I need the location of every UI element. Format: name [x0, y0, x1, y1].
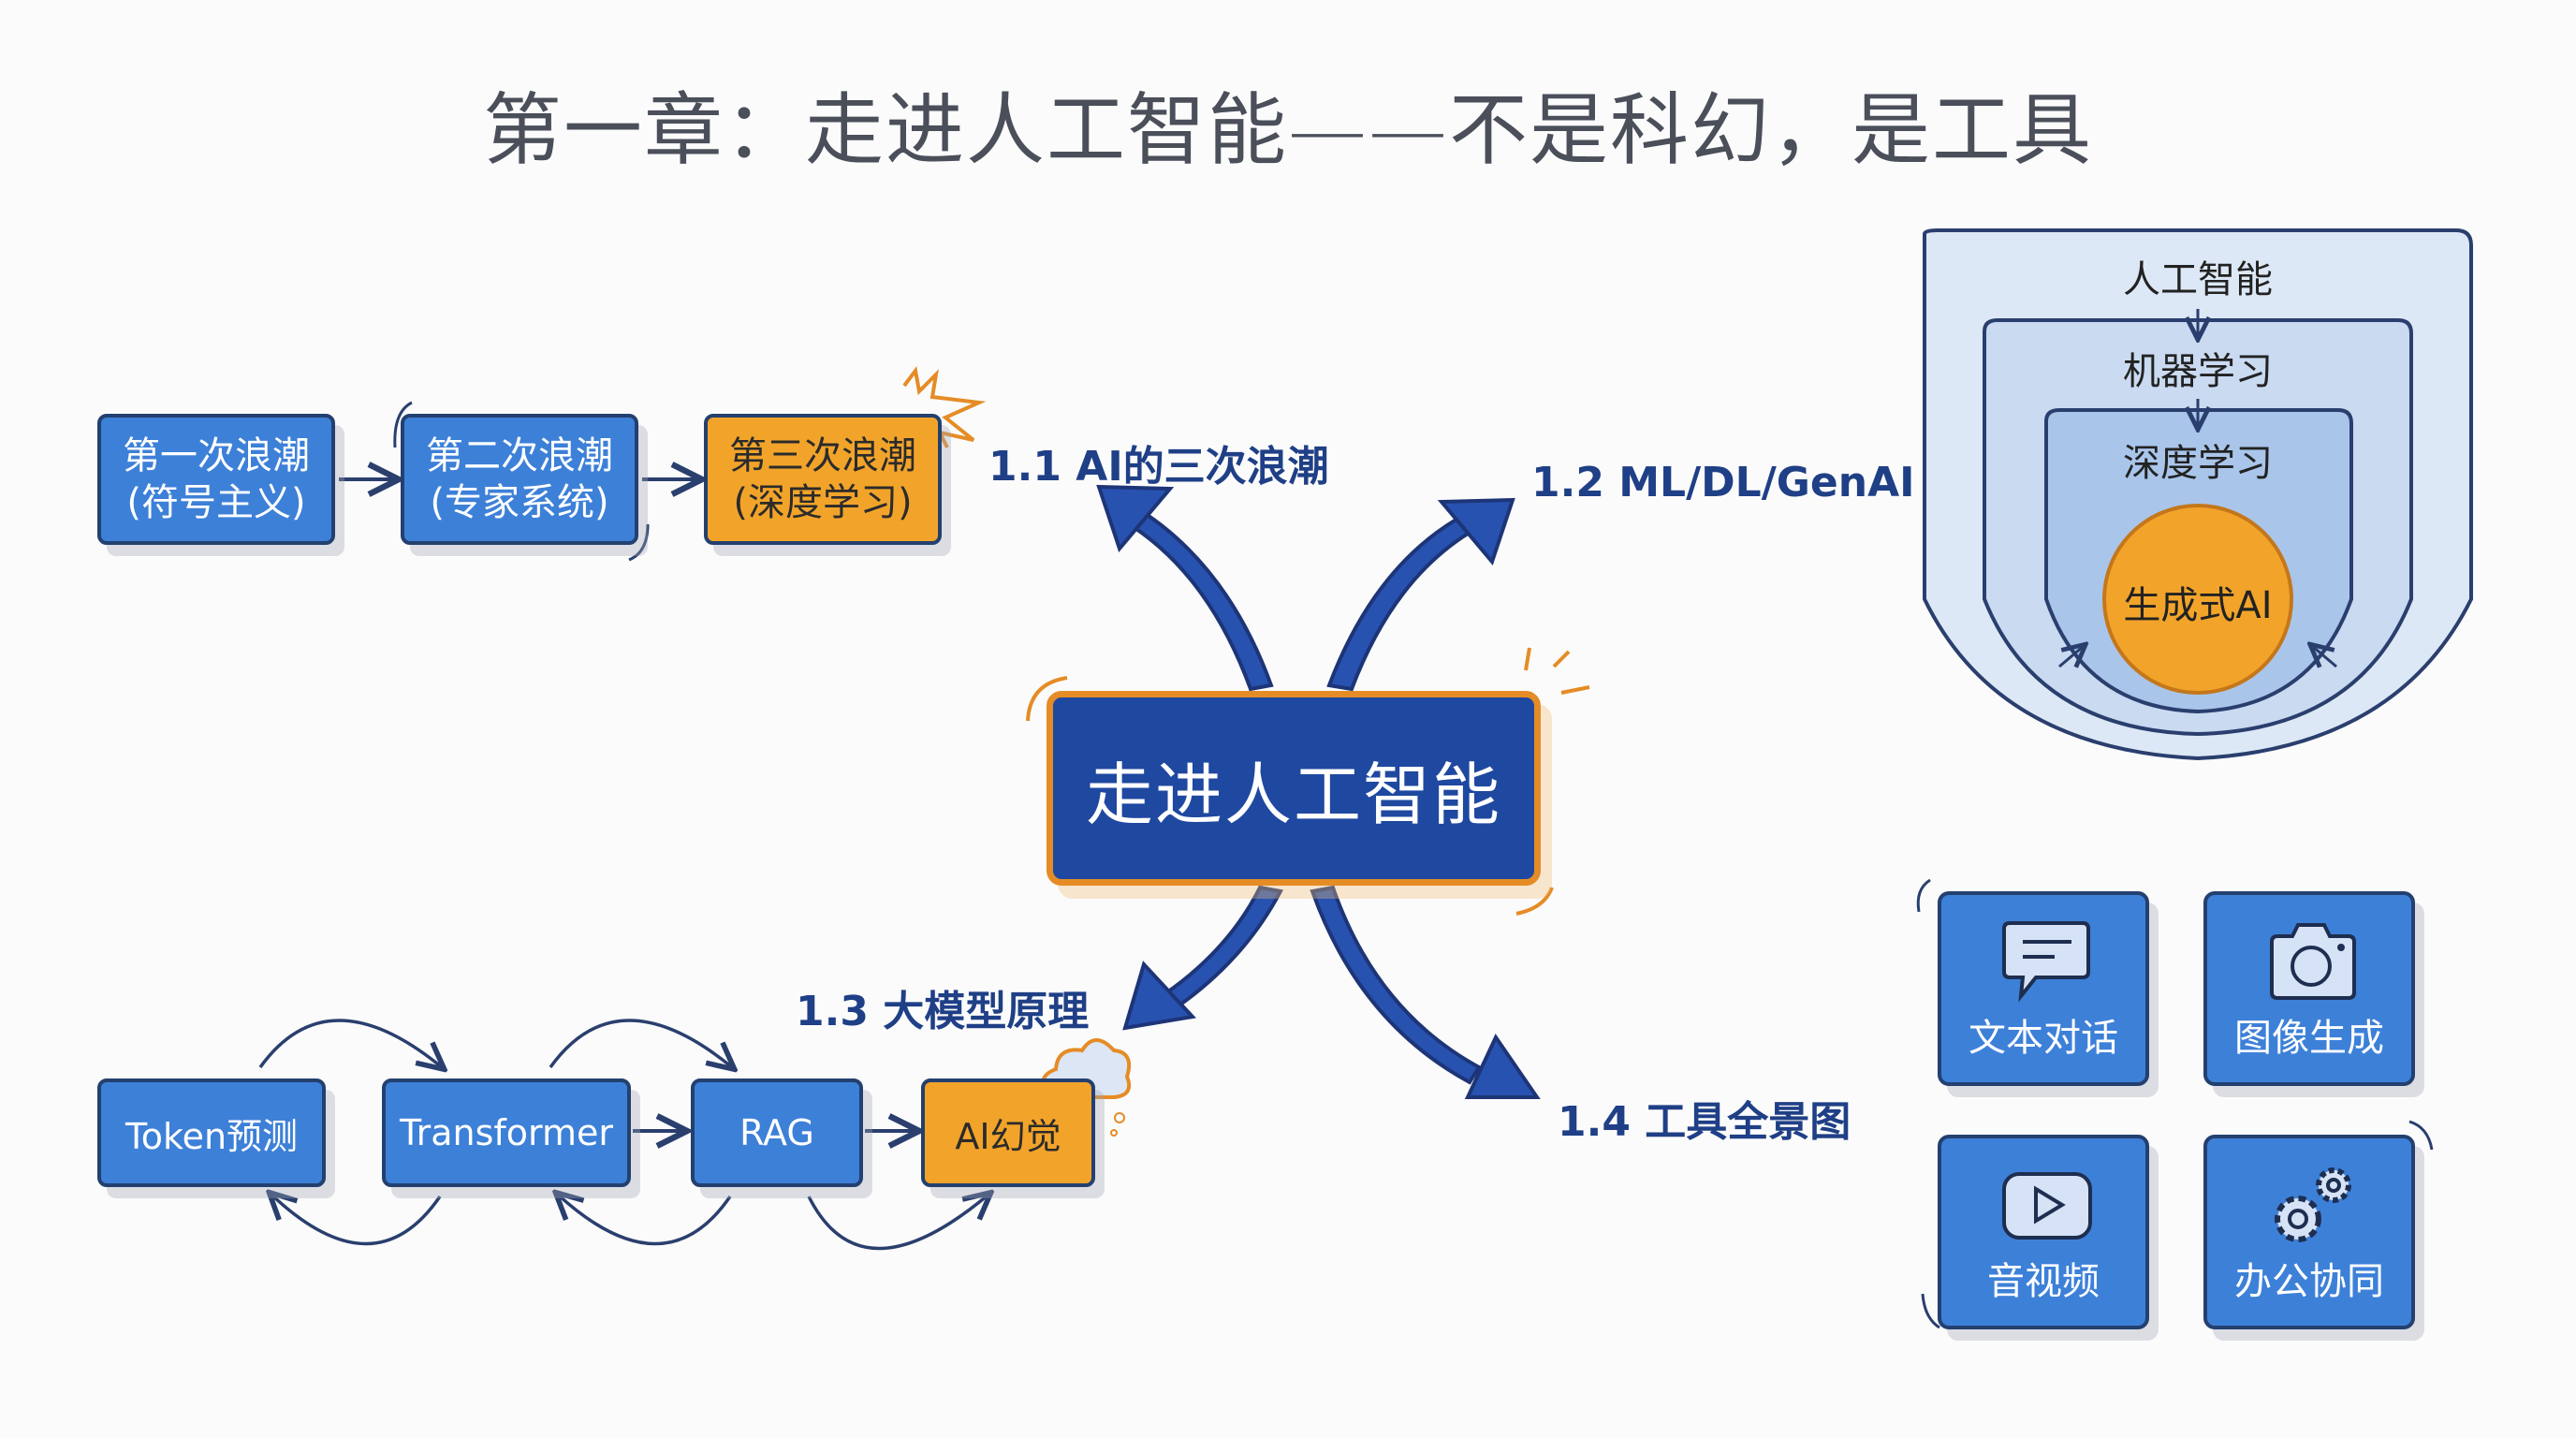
nested-core-circle: [2102, 504, 2293, 695]
wave-node-1[interactable]: 第一次浪潮(符号主义): [97, 414, 335, 545]
llm-node-hallucination[interactable]: AI幻觉: [921, 1078, 1095, 1187]
loop-transformer-rag-top: [549, 1019, 732, 1067]
tool-label-office: 办公协同: [2234, 1260, 2384, 1303]
wave-node-2-subtitle: (专家系统): [430, 481, 609, 524]
starburst-icon: [902, 366, 987, 448]
page-title: 第一章：走进人工智能——不是科幻，是工具: [482, 84, 2093, 176]
arrow-to-1-1: [1096, 484, 1274, 692]
loop-transformer-token-bottom: [271, 1195, 442, 1246]
nested-label-dl: 深度学习: [2123, 442, 2273, 485]
nested-label-ml: 机器学习: [2123, 350, 2273, 393]
loop-token-transformer-top: [258, 1019, 442, 1067]
llm-node-transformer[interactable]: Transformer: [382, 1078, 631, 1187]
play-icon: [2002, 1172, 2092, 1240]
wave-node-1-title: 第一次浪潮: [123, 434, 310, 477]
tool-label-text-chat: 文本对话: [1969, 1017, 2118, 1060]
tool-tile-text-chat[interactable]: 文本对话: [1938, 891, 2149, 1086]
tool-label-audio-video: 音视频: [1987, 1260, 2100, 1303]
tool-tile-image-gen[interactable]: 图像生成: [2203, 891, 2415, 1086]
llm-node-rag[interactable]: RAG: [691, 1078, 863, 1187]
section-label-1-2[interactable]: 1.2 ML/DL/GenAI: [1531, 459, 1915, 506]
arrow-to-1-3: [1122, 885, 1284, 1031]
gears-icon: [2275, 1167, 2351, 1242]
tool-tile-office[interactable]: 办公协同: [2203, 1135, 2415, 1329]
arrow-to-1-2: [1326, 497, 1515, 692]
section-label-1-1[interactable]: 1.1 AI的三次浪潮: [988, 443, 1329, 491]
central-topic-node[interactable]: 走进人工智能: [1046, 691, 1541, 886]
loop-rag-hallucination-bottom: [807, 1195, 988, 1251]
wave-node-2[interactable]: 第二次浪潮(专家系统): [401, 414, 638, 545]
nested-label-ai: 人工智能: [2123, 258, 2273, 301]
wave-node-3[interactable]: 第三次浪潮(深度学习): [704, 414, 942, 545]
llm-node-token[interactable]: Token预测: [97, 1078, 326, 1187]
chat-bubble-icon: [2002, 921, 2090, 1003]
nested-label-genai: 生成式AI: [2123, 584, 2273, 627]
camera-icon: [2270, 923, 2356, 1000]
wave-node-3-subtitle: (深度学习): [733, 481, 913, 524]
wave-node-1-subtitle: (符号主义): [126, 481, 306, 524]
wave-node-2-title: 第二次浪潮: [426, 434, 613, 477]
tool-label-image-gen: 图像生成: [2234, 1017, 2384, 1060]
wave-node-3-title: 第三次浪潮: [729, 434, 916, 477]
tool-tile-audio-video[interactable]: 音视频: [1938, 1135, 2149, 1329]
section-label-1-3[interactable]: 1.3 大模型原理: [796, 988, 1090, 1035]
nested-diagram: [1923, 228, 2473, 761]
arrow-to-1-4: [1310, 885, 1541, 1099]
loop-rag-transformer-bottom: [558, 1195, 732, 1246]
section-label-1-4[interactable]: 1.4 工具全景图: [1558, 1098, 1852, 1146]
